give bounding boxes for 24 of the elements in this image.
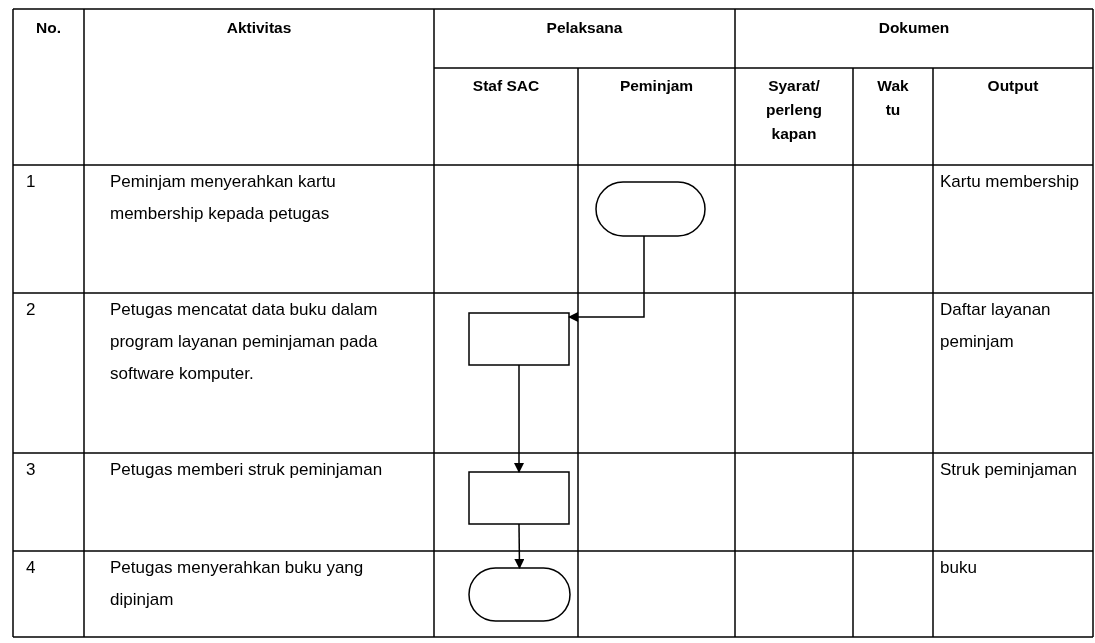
activity-text: Petugas menyerahkan buku yang dipinjam [110,558,364,609]
output-text: Kartu membership [940,172,1079,191]
column-header: Dokumen [878,19,950,36]
row-number: 2 [26,300,36,319]
column-header: Output [987,77,1039,94]
activity-text: Peminjam menyerahkan kartu membership kepada petugas [110,172,336,223]
column-header: Staf SAC [472,77,540,94]
row-number: 3 [26,460,36,479]
column-header: Wak tu [877,77,909,118]
arrow [514,523,525,569]
activity-text: Petugas memberi struk peminjaman [110,460,383,479]
output-text: Daftar layanan peminjam [940,300,1051,351]
activity-text: Petugas mencatat data buku dalam program layanan peminjaman pada software komputer. [110,300,378,383]
column-header: Peminjam [619,77,694,94]
column-header: Syarat/ perleng kapan [766,77,822,142]
output-text: buku [940,558,977,577]
column-header: No. [36,19,61,36]
row-number: 1 [26,172,36,191]
output-text: Struk peminjaman [940,460,1077,479]
row-number: 4 [26,558,36,577]
arrow [514,364,524,473]
column-header: Pelaksana [546,19,623,36]
column-header: Aktivitas [226,19,292,36]
arrow [568,235,645,322]
